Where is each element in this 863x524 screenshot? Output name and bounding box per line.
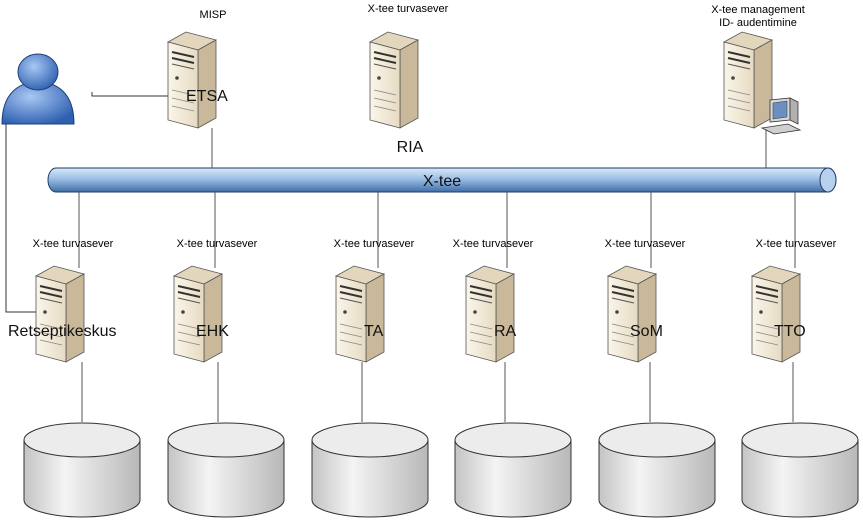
server-ta: X-tee turvasever TA bbox=[334, 238, 415, 363]
server-name: TTO bbox=[774, 323, 806, 340]
database-icon bbox=[741, 422, 859, 518]
server-caption: X-tee turvasever bbox=[334, 238, 415, 250]
server-name: RA bbox=[494, 323, 517, 340]
server-icon bbox=[167, 31, 217, 129]
server-caption: X-tee turvasever bbox=[605, 238, 686, 250]
server-icon bbox=[369, 31, 419, 129]
server-icon bbox=[335, 265, 385, 363]
server-caption: X-tee turvasever bbox=[33, 238, 114, 250]
server-management: X-tee management ID- audentimine bbox=[711, 4, 805, 135]
server-ria: X-tee turvasever RIA bbox=[368, 3, 449, 156]
server-ehk: X-tee turvasever EHK bbox=[173, 238, 258, 363]
server-som: X-tee turvasever SoM bbox=[605, 238, 686, 363]
server-name: SoM bbox=[630, 323, 663, 340]
workstation-icon bbox=[760, 97, 802, 135]
server-name: ETSA bbox=[186, 88, 228, 105]
server-name: TA bbox=[364, 323, 384, 340]
database-icon bbox=[311, 422, 429, 518]
server-caption: X-tee turvasever bbox=[368, 3, 449, 15]
database-icon bbox=[167, 422, 285, 518]
bus-label: X-tee bbox=[423, 173, 461, 190]
database-icon bbox=[23, 422, 141, 518]
server-icon bbox=[751, 265, 801, 363]
server-icon bbox=[465, 265, 515, 363]
server-caption-line-1: X-tee management bbox=[711, 4, 805, 16]
server-icon bbox=[607, 265, 657, 363]
server-caption: X-tee turvasever bbox=[453, 238, 534, 250]
server-name: EHK bbox=[196, 323, 229, 340]
user-icon bbox=[1, 53, 200, 313]
server-icon bbox=[173, 265, 223, 363]
server-caption: X-tee turvasever bbox=[756, 238, 837, 250]
x-tee-bus: X-tee bbox=[47, 167, 837, 193]
database-icon bbox=[598, 422, 716, 518]
server-name: RIA bbox=[397, 139, 424, 156]
server-ra: X-tee turvasever RA bbox=[453, 238, 534, 363]
server-caption: MISP bbox=[200, 9, 227, 21]
database-icon bbox=[454, 422, 572, 518]
server-retseptikeskus: X-tee turvasever Retseptikeskus bbox=[8, 238, 117, 363]
server-icon bbox=[723, 31, 773, 129]
server-icon bbox=[35, 265, 85, 363]
server-etsa: MISP ETSA bbox=[167, 9, 228, 129]
server-caption: X-tee turvasever bbox=[177, 238, 258, 250]
server-caption-line-2: ID- audentimine bbox=[719, 17, 797, 29]
server-name: Retseptikeskus bbox=[8, 323, 117, 340]
server-tto: X-tee turvasever TTO bbox=[751, 238, 837, 363]
